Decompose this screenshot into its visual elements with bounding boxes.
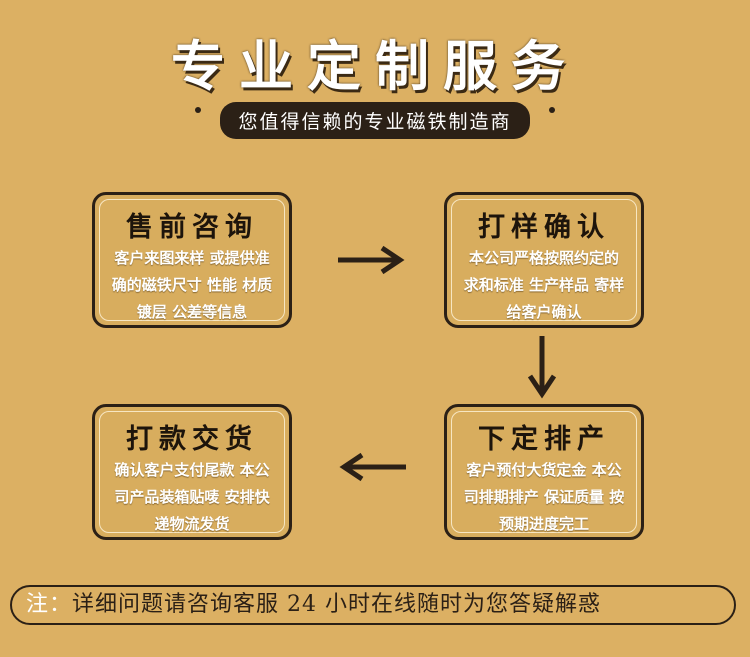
footer-note: 注：详细问题请咨询客服 24 小时在线随时为您答疑解惑 bbox=[10, 585, 736, 625]
decor-dot-left bbox=[195, 107, 201, 113]
step-title: 售前咨询 bbox=[126, 212, 258, 243]
step-title: 打款交货 bbox=[126, 424, 258, 455]
step-description: 本公司严格按照约定的 求和标准 生产样品 寄样 给客户确认 bbox=[463, 249, 625, 321]
step-title: 打样确认 bbox=[478, 212, 610, 243]
step-description: 客户预付大货定金 本公 司排期排产 保证质量 按 预期进度完工 bbox=[463, 461, 625, 533]
subtitle-banner: 您值得信赖的专业磁铁制造商 bbox=[220, 102, 530, 139]
step-description: 客户来图来样 或提供准 确的磁铁尺寸 性能 材质 镀层 公差等信息 bbox=[111, 249, 273, 321]
step-card-payment: 打款交货 确认客户支付尾款 本公 司产品装箱贴唛 安排快 递物流发货 bbox=[92, 404, 292, 540]
page-title: 专业定制服务 bbox=[171, 35, 579, 98]
arrow-right-icon bbox=[338, 245, 405, 275]
decor-dot-right bbox=[549, 107, 555, 113]
arrow-left-icon bbox=[339, 452, 406, 482]
step-title: 下定排产 bbox=[478, 424, 610, 455]
arrow-down-icon bbox=[527, 336, 557, 399]
note-prefix: 注： bbox=[26, 592, 73, 617]
note-text: 详细问题请咨询客服 24 小时在线随时为您答疑解惑 bbox=[72, 592, 601, 617]
step-card-consult: 售前咨询 客户来图来样 或提供准 确的磁铁尺寸 性能 材质 镀层 公差等信息 bbox=[92, 192, 292, 328]
step-description: 确认客户支付尾款 本公 司产品装箱贴唛 安排快 递物流发货 bbox=[114, 461, 270, 533]
step-card-sample: 打样确认 本公司严格按照约定的 求和标准 生产样品 寄样 给客户确认 bbox=[444, 192, 644, 328]
step-card-production: 下定排产 客户预付大货定金 本公 司排期排产 保证质量 按 预期进度完工 bbox=[444, 404, 644, 540]
